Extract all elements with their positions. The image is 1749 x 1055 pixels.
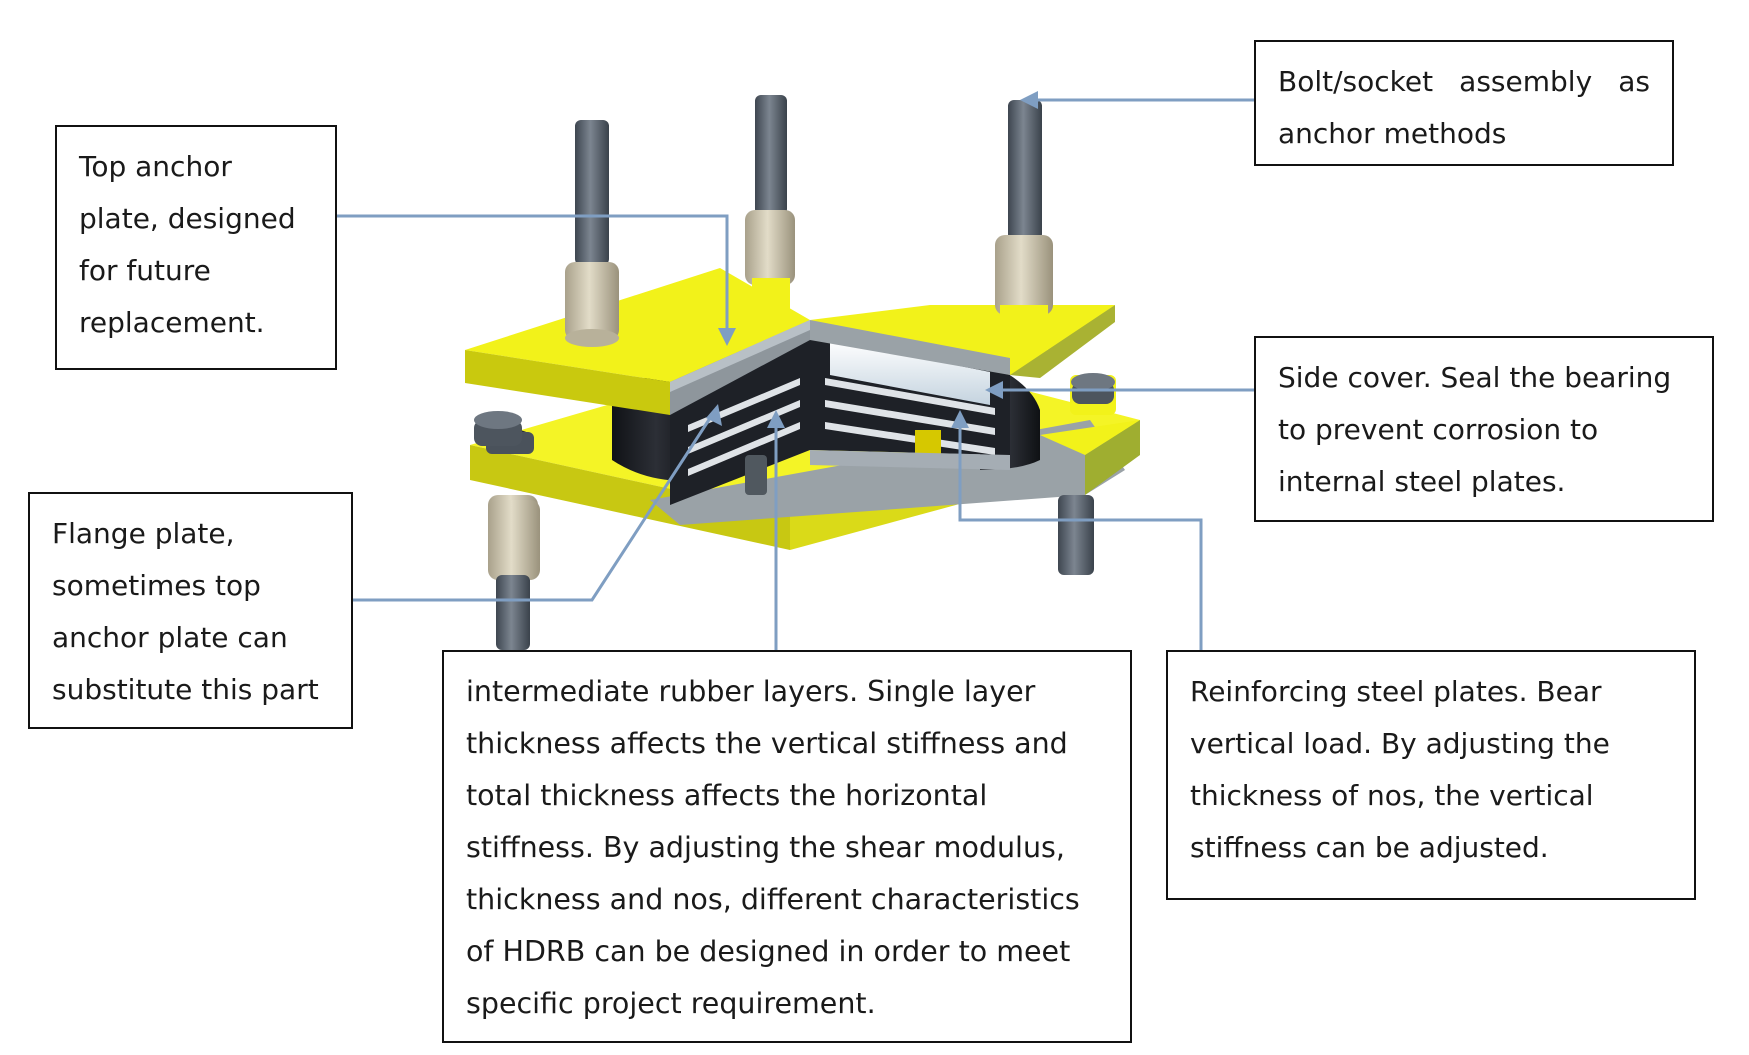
bolt-bottom-right — [1058, 495, 1094, 575]
arrowhead-side-cover — [985, 381, 1003, 399]
leader-arrowheads — [706, 91, 1038, 428]
callout-bolt-socket-text: Bolt/socket assembly as anchor methods — [1278, 65, 1650, 150]
leader-top-anchor — [337, 214, 729, 338]
bolt-head-right — [1070, 373, 1116, 415]
callout-bolt-socket: Bolt/socket assembly as anchor methods — [1254, 40, 1674, 166]
arrowhead-top-anchor — [718, 328, 736, 346]
bolt-bottom-middle — [745, 455, 767, 495]
bolt-bottom-left — [488, 500, 540, 650]
leader-reinforcing — [958, 420, 1203, 650]
callout-top-anchor-plate-text: Top anchor plate, designed for future re… — [79, 150, 296, 339]
leader-lines — [337, 98, 1254, 650]
callout-side-cover-text: Side cover. Seal the bearing to prevent … — [1278, 361, 1672, 498]
callout-top-anchor-plate: Top anchor plate, designed for future re… — [55, 125, 337, 370]
top-anchor-plate-left — [465, 268, 810, 415]
bolt-top-left — [565, 120, 619, 347]
callout-flange-plate-text: Flange plate, sometimes top anchor plate… — [52, 517, 319, 706]
leader-flange — [353, 411, 716, 602]
bolt-top-right — [995, 100, 1053, 350]
callout-reinforcing-plates: Reinforcing steel plates. Bear vertical … — [1166, 650, 1696, 900]
bolt-top-middle — [745, 95, 795, 328]
bottom-flange-right-edge — [1040, 420, 1140, 495]
callout-reinforcing-plates-text: Reinforcing steel plates. Bear vertical … — [1190, 675, 1610, 864]
arrowhead-reinforcing — [951, 410, 969, 428]
callout-side-cover: Side cover. Seal the bearing to prevent … — [1254, 336, 1714, 522]
callout-rubber-layers-text: intermediate rubber layers. Single layer… — [466, 675, 1080, 1020]
arrowhead-rubber — [767, 410, 785, 428]
bolt-head-left — [474, 411, 522, 446]
side-cover-strip — [830, 340, 990, 405]
callout-rubber-layers: intermediate rubber layers. Single layer… — [442, 650, 1132, 1043]
arrowhead-flange — [706, 404, 722, 426]
arrowhead-bolt — [1020, 91, 1038, 109]
callout-flange-plate: Flange plate, sometimes top anchor plate… — [28, 492, 353, 729]
